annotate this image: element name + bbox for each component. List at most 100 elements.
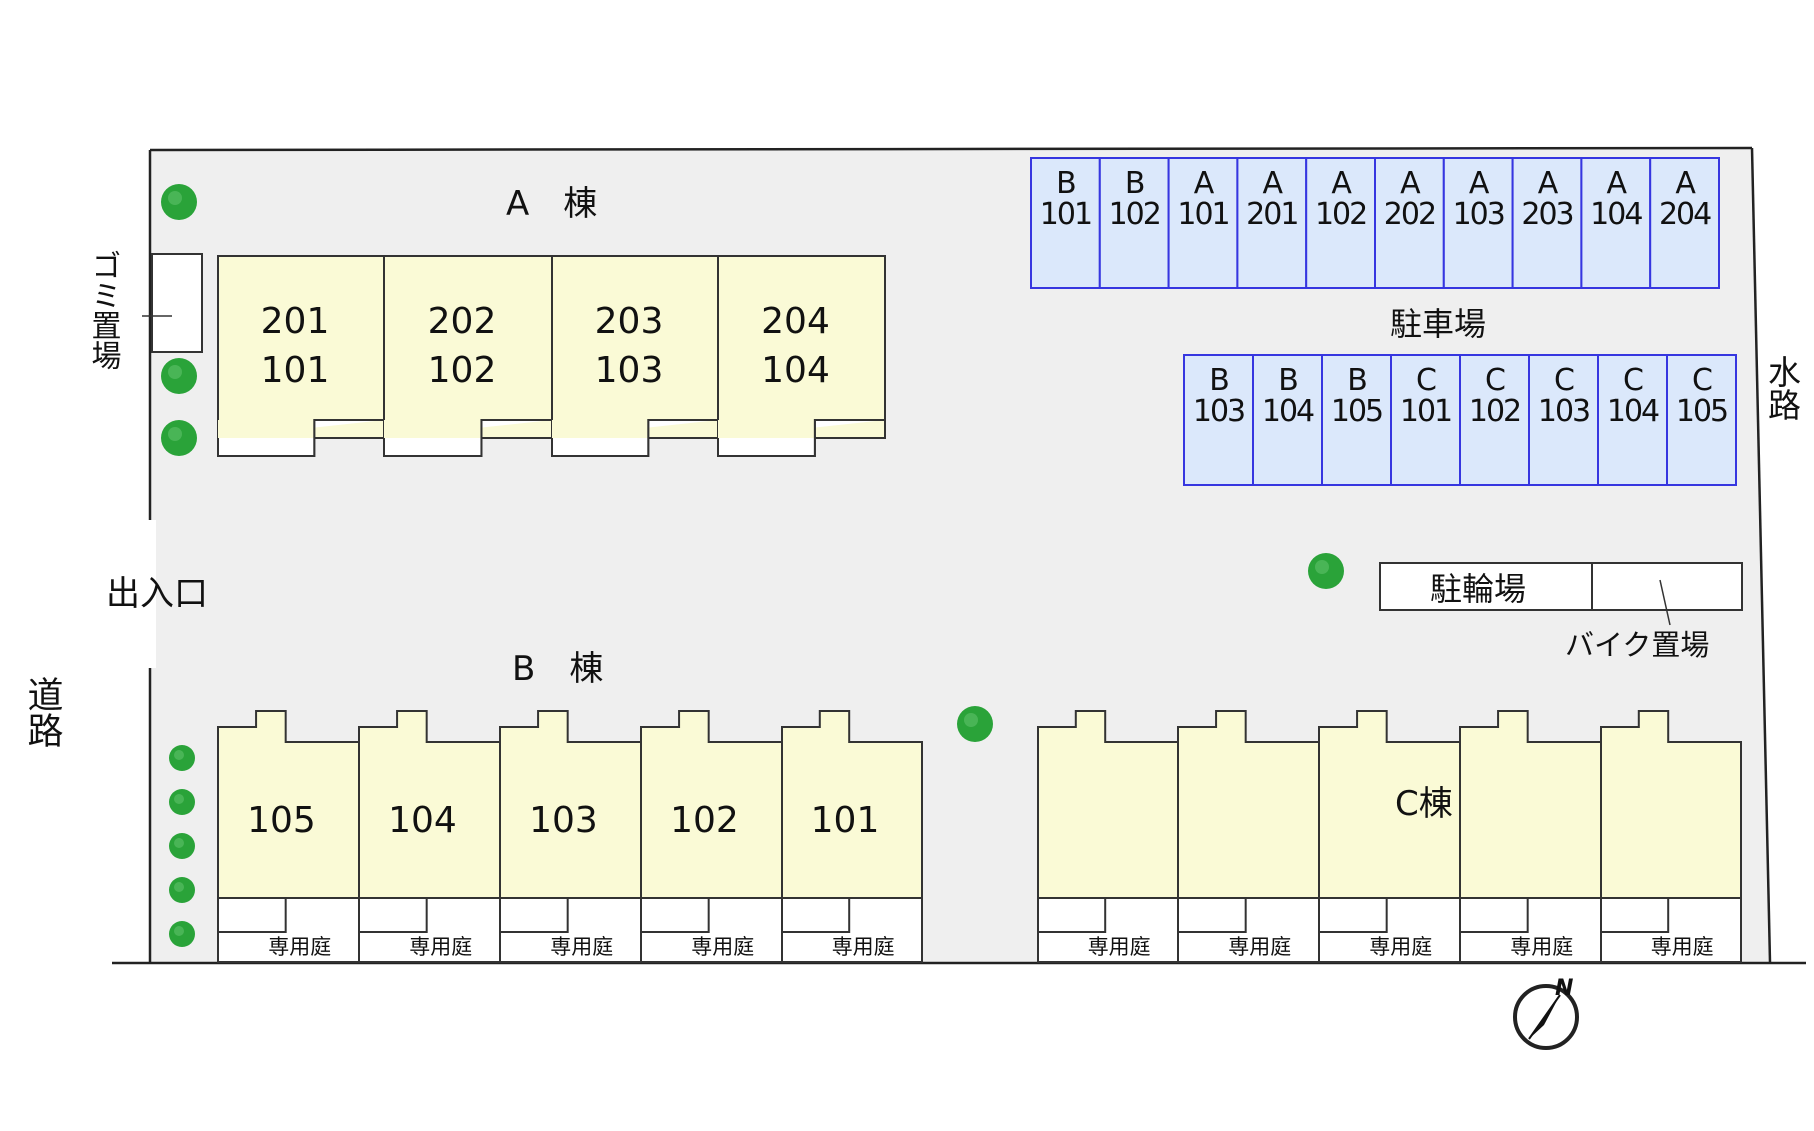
tree-icon	[161, 184, 197, 220]
tree-icon	[169, 877, 195, 903]
parking-building-letter: C	[1554, 363, 1574, 398]
parking-building-letter: A	[1263, 166, 1284, 201]
building-c: 専用庭専用庭専用庭専用庭専用庭	[1037, 710, 1742, 963]
private-garden-label: 専用庭	[1228, 935, 1291, 959]
building-c-label: C棟	[1395, 784, 1453, 824]
tree-icon	[169, 921, 195, 947]
tree-icon	[169, 745, 195, 771]
tree-icon	[957, 706, 993, 742]
private-garden-label: 専用庭	[691, 935, 754, 959]
unit-number-upper: 203	[595, 301, 664, 342]
road-label: 道路	[22, 676, 63, 748]
unit-number: 105	[247, 800, 316, 841]
building-b-unit: 専用庭 105	[217, 710, 360, 963]
trees	[161, 184, 1344, 947]
parking-building-letter: A	[1331, 166, 1352, 201]
parking-building-letter: B	[1347, 363, 1366, 398]
unit-number-lower: 102	[428, 350, 497, 391]
unit-number: 103	[529, 800, 598, 841]
parking-space-number: 102	[1469, 394, 1520, 429]
parking-space-number: 104	[1262, 394, 1314, 429]
building-c-unit: 専用庭	[1600, 710, 1742, 963]
parking-building-letter: A	[1194, 166, 1215, 201]
parking-building-letter: C	[1485, 363, 1505, 398]
parking-building-letter: A	[1400, 166, 1421, 201]
north-arrow-icon	[1513, 984, 1579, 1050]
bike-parking-label: バイク置場	[1565, 628, 1709, 662]
parking-building-letter: A	[1538, 166, 1559, 201]
parking-building-letter: A	[1675, 166, 1696, 201]
parking-space-number: 101	[1040, 197, 1091, 232]
parking-space-number: 103	[1453, 197, 1504, 232]
parking-space-number: 202	[1384, 197, 1435, 232]
parking-space-number: 101	[1400, 394, 1451, 429]
tree-icon	[161, 420, 197, 456]
private-garden-label: 専用庭	[1088, 935, 1151, 959]
parking-building-letter: C	[1692, 363, 1712, 398]
unit-number: 104	[388, 800, 457, 841]
parking-building-letter: B	[1209, 363, 1228, 398]
parking-building-letter: B	[1278, 363, 1297, 398]
parking-space-number: 203	[1521, 197, 1572, 232]
building-c-unit: 専用庭	[1177, 710, 1320, 963]
unit-number-upper: 202	[428, 301, 497, 342]
parking-space-number: 104	[1590, 197, 1642, 232]
parking-building-letter: B	[1125, 166, 1144, 201]
waterway-label: 水路	[1763, 355, 1802, 421]
private-garden-label: 専用庭	[550, 935, 613, 959]
parking-label: 駐車場	[1390, 305, 1486, 343]
building-c-unit: 専用庭	[1459, 710, 1602, 963]
building-b-unit: 専用庭 103	[499, 710, 642, 963]
entrance-gap	[92, 520, 156, 668]
unit-number-lower: 103	[595, 350, 664, 391]
parking-space-number: 101	[1177, 197, 1228, 232]
private-garden-label: 専用庭	[409, 935, 472, 959]
parking-space-number: 103	[1193, 394, 1244, 429]
parking-space-number: 105	[1676, 394, 1727, 429]
bicycle-parking-label: 駐輪場	[1430, 570, 1526, 608]
private-garden-label: 専用庭	[268, 935, 331, 959]
building-c-unit: 専用庭	[1037, 710, 1179, 963]
north-label: N	[1555, 976, 1573, 1001]
parking-building-letter: A	[1469, 166, 1490, 201]
tree-icon	[161, 358, 197, 394]
building-b-unit: 専用庭 104	[358, 710, 501, 963]
private-garden-label: 専用庭	[1651, 935, 1714, 959]
building-b-label: B 棟	[512, 649, 603, 689]
parking-space-number: 201	[1246, 197, 1297, 232]
building-a-label: A 棟	[506, 184, 597, 224]
parking-space-number: 105	[1331, 394, 1382, 429]
entrance-label: 出入口	[106, 574, 208, 614]
parking-space-number: 102	[1109, 197, 1160, 232]
unit-number-lower: 104	[761, 350, 830, 391]
tree-icon	[1308, 553, 1344, 589]
private-garden-label: 専用庭	[1510, 935, 1573, 959]
parking-space-number: 103	[1538, 394, 1589, 429]
unit-number-lower: 101	[261, 350, 330, 391]
